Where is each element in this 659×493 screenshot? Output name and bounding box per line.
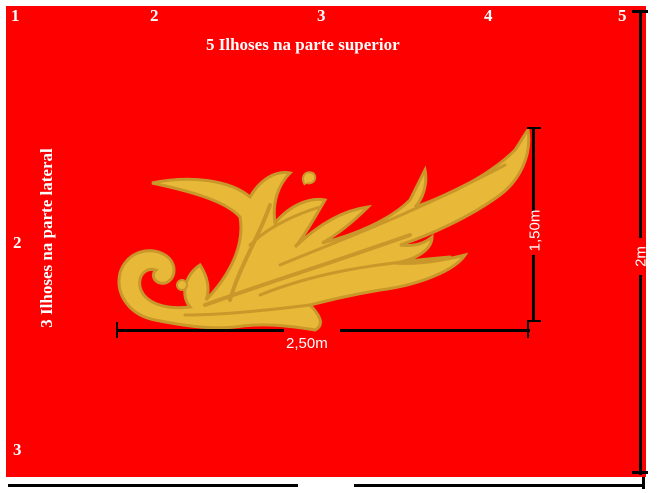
side-marker-3: 3	[13, 440, 22, 459]
ornament-width-label: 2,50m	[286, 335, 328, 352]
ornament-height-tick-bottom	[527, 320, 541, 322]
top-marker-1: 1	[11, 6, 20, 25]
gold-acanthus-leaf-icon	[117, 126, 531, 332]
flag-height-line-top	[639, 10, 642, 238]
flag-height-line-bottom	[639, 275, 642, 475]
top-eyelets-label: 5 Ilhoses na parte superior	[206, 35, 400, 54]
flag-width-line-left	[8, 484, 298, 487]
flag-width-line-right	[354, 484, 644, 487]
top-marker-2: 2	[150, 6, 159, 25]
top-marker-3: 3	[317, 6, 326, 25]
ornament-height-tick-top	[527, 127, 541, 129]
flag-height-tick-bottom	[632, 471, 648, 474]
flag-height-label: 2m	[632, 246, 650, 267]
ornament-width-line-left	[116, 329, 284, 332]
flag-width-label: 3,90m	[302, 476, 344, 493]
flag-width-tick-right	[642, 477, 645, 489]
ornament-shape	[117, 126, 531, 332]
ornament-width-tick-left	[116, 322, 118, 338]
ornament-width-tick-right	[527, 322, 529, 338]
ornament-height-label: 1,50m	[526, 209, 544, 252]
top-marker-5: 5	[618, 6, 627, 25]
ornament-width-line-right	[340, 329, 530, 332]
ornament-height-line-top	[532, 128, 535, 212]
flag-height-tick-top	[632, 10, 648, 13]
side-marker-2: 2	[13, 233, 22, 252]
ornament-height-line-bottom	[532, 255, 535, 322]
side-eyelets-label: 3 Ilhoses na parte lateral	[37, 148, 56, 328]
top-marker-4: 4	[484, 6, 493, 25]
